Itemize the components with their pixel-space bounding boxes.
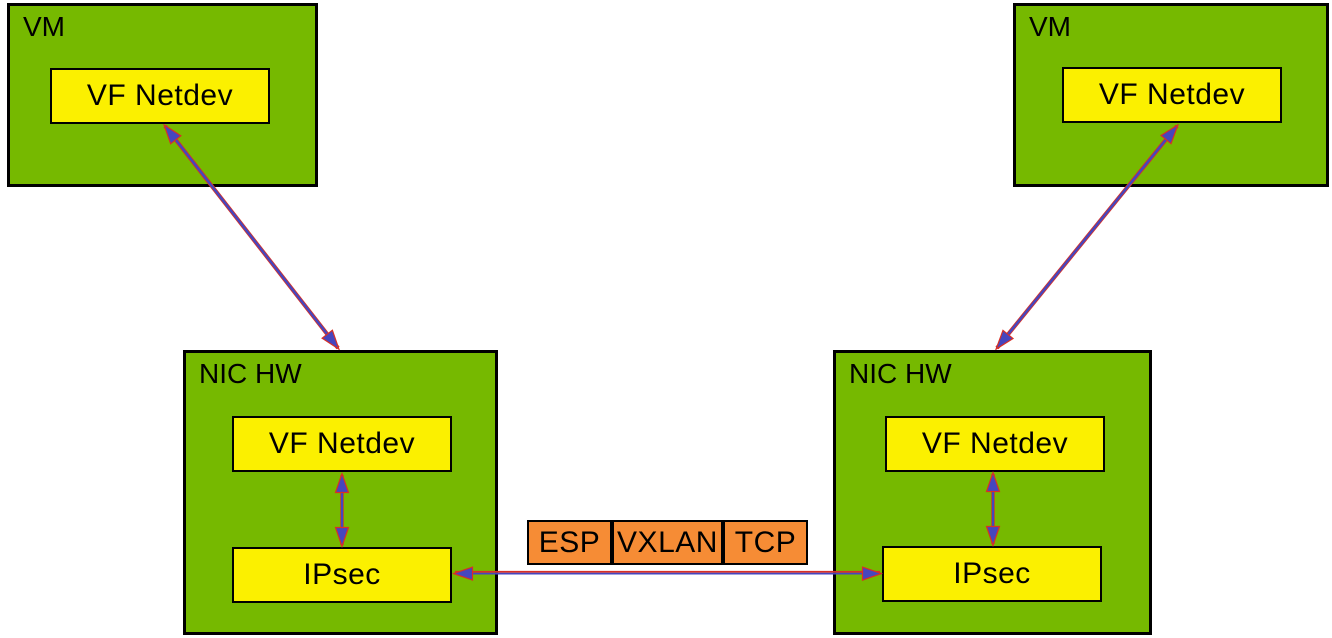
- nic-left-title: NIC HW: [199, 358, 302, 389]
- arrow-ipsec-left-to-ipsec-right: [455, 572, 880, 574]
- packet-segment-esp: ESP: [527, 520, 612, 565]
- vm-right-vf-netdev-label: VF Netdev: [1098, 78, 1246, 111]
- packet-segment-vxlan: VXLAN: [612, 520, 723, 565]
- nic-right-title: NIC HW: [849, 358, 952, 389]
- nic-right-ipsec-label: IPsec: [953, 557, 1031, 590]
- nic-right-vf-netdev-label: VF Netdev: [921, 427, 1069, 460]
- nic-left-ipsec-label: IPsec: [303, 558, 381, 591]
- nic-right-ipsec-box: IPsec: [882, 546, 1102, 602]
- vm-left-vf-netdev-label: VF Netdev: [86, 79, 234, 112]
- vm-right-title: VM: [1029, 11, 1071, 42]
- packet-segment-tcp: TCP: [723, 520, 808, 565]
- packet-segment-esp-label: ESP: [538, 525, 601, 559]
- nic-hw-box-right: NIC HW VF Netdev IPsec: [833, 350, 1152, 635]
- packet-header-bar: ESP VXLAN TCP: [527, 520, 808, 565]
- vm-left-vf-netdev-box: VF Netdev: [50, 68, 270, 124]
- packet-segment-vxlan-label: VXLAN: [617, 525, 718, 559]
- vm-box-right: VM VF Netdev: [1013, 3, 1329, 187]
- vm-box-left: VM VF Netdev: [7, 3, 318, 187]
- nic-hw-box-left: NIC HW VF Netdev IPsec: [183, 350, 498, 635]
- vm-right-vf-netdev-box: VF Netdev: [1062, 67, 1282, 123]
- nic-left-vf-netdev-label: VF Netdev: [268, 427, 416, 460]
- packet-segment-tcp-label: TCP: [734, 525, 797, 559]
- vm-left-title: VM: [23, 11, 65, 42]
- nic-right-vf-netdev-box: VF Netdev: [885, 416, 1105, 472]
- nic-left-vf-netdev-box: VF Netdev: [232, 416, 452, 472]
- nic-left-ipsec-box: IPsec: [232, 547, 452, 603]
